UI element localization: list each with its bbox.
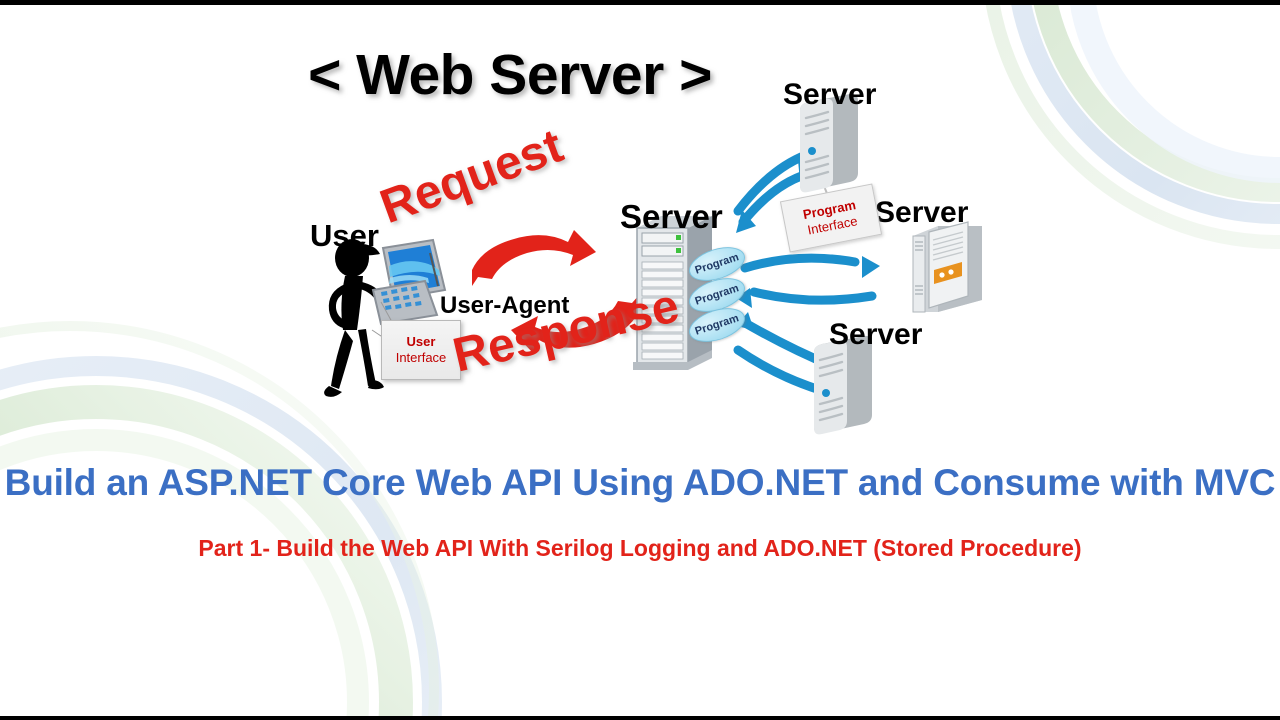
- letterbox-bar-bottom: [0, 716, 1280, 720]
- label-user-agent: User-Agent: [440, 292, 570, 319]
- label-server-top: Server: [783, 78, 877, 111]
- response-arrow: [511, 294, 640, 353]
- diagram-heading: < Web Server >: [308, 43, 712, 107]
- label-server-main: Server: [620, 198, 723, 235]
- request-arrow: [472, 230, 596, 286]
- label-server-right: Server: [875, 196, 969, 229]
- letterbox-bar-top: [0, 0, 1280, 5]
- page-subtitle: Part 1- Build the Web API With Serilog L…: [198, 535, 1082, 561]
- user-interface-callout-line2: Interface: [395, 350, 447, 365]
- label-server-bottom: Server: [829, 318, 923, 351]
- diagram-graphics: [324, 93, 982, 435]
- server-right-icon: [912, 221, 982, 313]
- server-bottom-icon: [814, 335, 872, 435]
- label-user: User: [310, 218, 379, 253]
- page-title: Build an ASP.NET Core Web API Using ADO.…: [4, 462, 1276, 503]
- user-stick-figure: [324, 239, 384, 397]
- user-interface-callout-line1: User: [406, 333, 436, 349]
- laptop-icon: [371, 238, 447, 326]
- web-server-diagram: < Web Server >: [308, 43, 982, 435]
- server-top-icon: [800, 93, 858, 193]
